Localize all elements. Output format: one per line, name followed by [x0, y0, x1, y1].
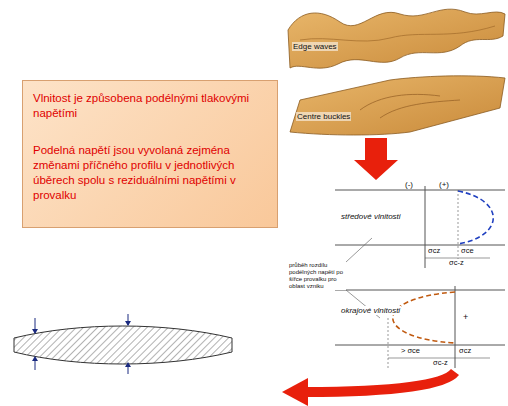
edge-waves-sheet [288, 9, 505, 68]
chart-label: σc-z [432, 359, 449, 368]
note-text: Vlnitost je způsobena podélnými tlakovým… [33, 91, 267, 121]
chart-label: σcz [427, 247, 441, 256]
chart-label: Centre buckles [296, 112, 351, 121]
note-text: Podelná napětí jsou vyvolaná zejména změ… [33, 143, 267, 203]
chart-label: Edge waves [292, 42, 338, 51]
chart-label: okrajové vlnitosti [340, 306, 401, 315]
chart-label: (+) [438, 180, 450, 189]
note-box: Vlnitost je způsobena podélnými tlakovým… [22, 80, 278, 228]
down-arrow [354, 138, 398, 180]
leader-line [346, 238, 372, 262]
edge-waves-fold [300, 26, 495, 41]
centre-buckles-bulge [360, 94, 460, 118]
note-label: průběh rozdílu podélných napětí po šířce… [288, 262, 346, 290]
stress-curve-edge [393, 292, 455, 343]
chart-label: (-) [404, 180, 414, 189]
chart-label: σcz [458, 347, 472, 356]
centre-buckles-sheet [290, 76, 505, 135]
strip-cross-section [14, 326, 232, 364]
chart-label: > σce [400, 347, 421, 356]
return-arrow [305, 372, 455, 392]
return-arrow-head [282, 378, 308, 406]
stress-curve-centre [458, 191, 493, 244]
chart-label: středové vlnitosti [340, 212, 402, 221]
chart-label: + [462, 312, 469, 322]
chart-label: σce [460, 247, 475, 256]
chart-label: σc-z [448, 259, 465, 268]
